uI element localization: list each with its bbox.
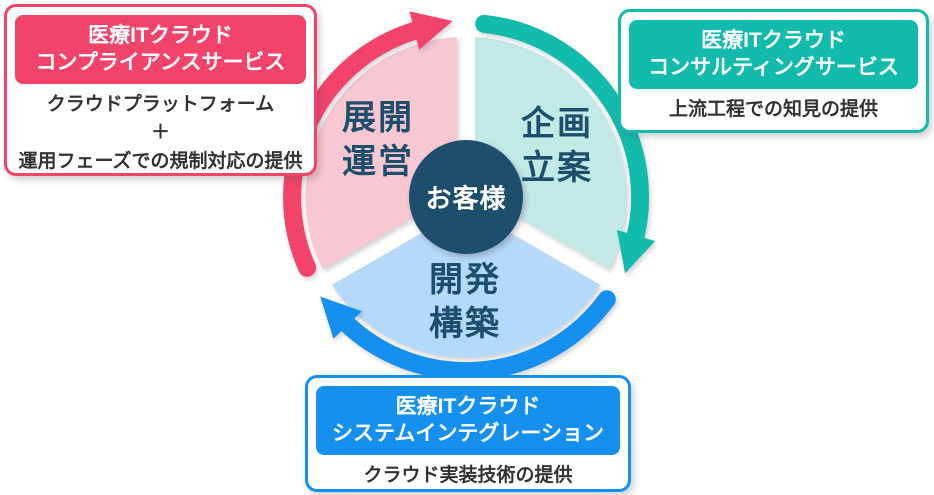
callout-compliance-title: 医療ITクラウド コンプライアンスサービス bbox=[15, 15, 306, 84]
callout-compliance-service: 医療ITクラウド コンプライアンスサービス クラウドプラットフォーム ＋ 運用フ… bbox=[4, 4, 317, 176]
callout-system-integration-description: クラウド実装技術の提供 bbox=[363, 464, 573, 486]
arrow-arc-plan bbox=[475, 14, 656, 274]
customer-hub-circle bbox=[409, 140, 523, 254]
wedge-label-develop-build: 開発 構築 bbox=[429, 260, 501, 343]
callout-system-integration-title: 医療ITクラウド システムインテグレーション bbox=[316, 386, 620, 455]
customer-hub-label: お客様 bbox=[425, 183, 507, 214]
arrow-arc-develop-build bbox=[320, 290, 616, 381]
callout-consulting-title: 医療ITクラウド コンサルティングサービス bbox=[629, 20, 918, 89]
callout-consulting-service: 医療ITクラウド コンサルティングサービス 上流工程での知見の提供 bbox=[618, 9, 929, 133]
wedge-label-deploy-operate: 展開 運営 bbox=[342, 98, 414, 181]
wedge-develop-build bbox=[331, 204, 601, 358]
callout-consulting-description: 上流工程での知見の提供 bbox=[668, 98, 878, 120]
callout-system-integration: 医療ITクラウド システムインテグレーション クラウド実装技術の提供 bbox=[305, 375, 631, 492]
wedge-label-plan: 企画 立案 bbox=[521, 104, 593, 187]
callout-compliance-description: クラウドプラットフォーム ＋ 運用フェーズでの規制対応の提供 bbox=[18, 93, 303, 172]
